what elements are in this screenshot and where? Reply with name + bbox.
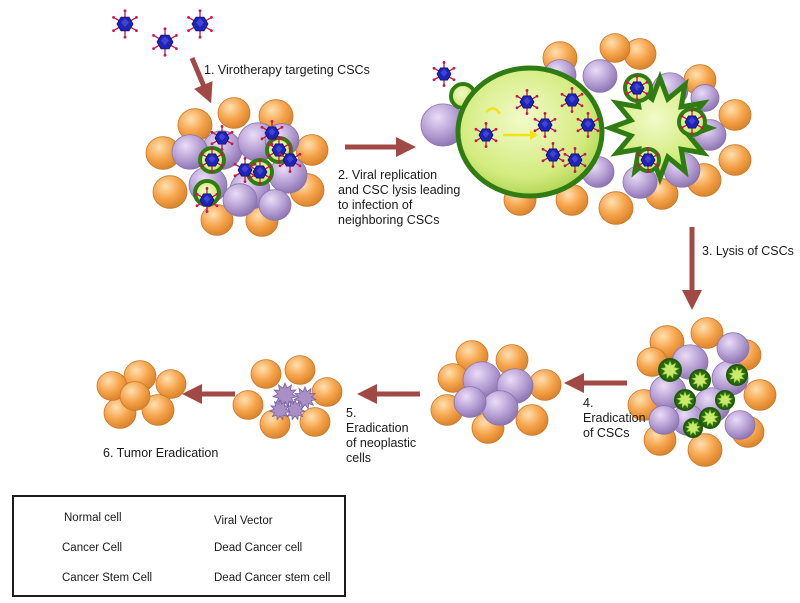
- viral-vector: [563, 147, 587, 173]
- dead-csc-core: [660, 360, 680, 380]
- dead-csc-core: [717, 392, 733, 408]
- legend-cancer-cell-label: Cancer Cell: [62, 542, 123, 554]
- entry-arrow-icon: [485, 107, 502, 115]
- step2-label: 2. Viral replication and CSC lysis leadi…: [338, 168, 461, 227]
- viral-vector: [432, 61, 456, 87]
- lysing-cancer-stem-cell: [602, 70, 718, 186]
- legend-box: Normal cell Cancer Cell Cancer Stem Cell…: [12, 495, 346, 597]
- normal-cell: [599, 33, 631, 63]
- normal-cell: [141, 394, 175, 426]
- legend-viral-vector-label: Viral Vector: [214, 515, 273, 527]
- lysed-csc-tumor: [627, 317, 777, 467]
- dead-csc-core: [685, 420, 701, 436]
- legend-dead-cancer-stem-cell-label: Dead Cancer stem cell: [214, 572, 331, 584]
- normal-cell: [250, 359, 282, 389]
- normal-cell: [232, 390, 264, 420]
- viral-vector: [210, 125, 234, 151]
- viral-vector: [636, 147, 660, 173]
- cancer-cell: [453, 386, 487, 418]
- normal-cell: [515, 404, 549, 436]
- cancer-cell: [724, 410, 756, 440]
- viral-vector: [474, 122, 498, 148]
- normal-cell: [598, 191, 634, 225]
- legend-cancer-stem-cell-label: Cancer Stem Cell: [62, 572, 153, 584]
- normal-cell: [718, 99, 752, 131]
- replication-tumor: [420, 33, 752, 225]
- viral-vector: [195, 187, 219, 213]
- arrow-step1: [189, 57, 213, 104]
- viral-vector: [515, 89, 539, 115]
- normal-cell: [687, 433, 723, 467]
- step4-label: 4. Eradication of CSCs: [583, 396, 646, 440]
- legend-normal-cell-label: Normal cell: [64, 512, 122, 524]
- viral-vector: [112, 9, 138, 39]
- normal-cell: [119, 381, 151, 411]
- csc-eradicated-tumor: [430, 340, 562, 444]
- cancer-cell: [481, 390, 519, 426]
- normal-cell: [152, 175, 188, 209]
- normal-cell: [295, 134, 329, 166]
- normal-cell: [743, 379, 777, 411]
- viral-vector: [260, 120, 284, 146]
- normal-cell: [299, 407, 331, 437]
- incoming-viral-vectors: [112, 9, 213, 57]
- viral-vector: [576, 112, 600, 138]
- viral-vector: [278, 147, 302, 173]
- viral-vector: [200, 147, 224, 173]
- cancer-cell: [648, 405, 680, 435]
- normal-cell: [718, 144, 752, 176]
- cancer-cell: [582, 59, 618, 93]
- normal-cell: [155, 369, 187, 399]
- normal-tissue-cluster: [96, 360, 187, 429]
- step3-label: 3. Lysis of CSCs: [702, 244, 794, 258]
- dead-cancer-cell: [269, 398, 291, 421]
- dead-csc-core: [728, 366, 746, 384]
- cancer-cell: [258, 189, 292, 221]
- step6-label: 6. Tumor Eradication: [103, 446, 219, 460]
- cancer-cell: [222, 183, 258, 217]
- normal-cell: [690, 317, 724, 349]
- normal-cell: [528, 369, 562, 401]
- viral-vector: [248, 159, 272, 185]
- viral-vector: [560, 87, 584, 113]
- dead-csc-core: [691, 371, 709, 389]
- initial-tumor: [145, 97, 329, 237]
- viral-vector: [233, 157, 257, 183]
- viral-vector: [625, 75, 649, 101]
- normal-cell: [311, 377, 343, 407]
- cancer-cell: [716, 332, 750, 364]
- viral-vector: [541, 142, 565, 168]
- step1-label: 1. Virotherapy targeting CSCs: [204, 63, 370, 77]
- legend-dead-cancer-cell-label: Dead Cancer cell: [214, 542, 303, 554]
- dead-csc-core: [676, 391, 694, 409]
- viral-vector: [680, 109, 704, 135]
- normal-cell: [217, 97, 251, 129]
- normal-cell: [284, 355, 316, 385]
- viral-vector: [187, 9, 213, 39]
- neoplastic-eradicated-tumor: [232, 355, 343, 439]
- process-arrows: [182, 57, 702, 404]
- dead-csc-core: [701, 409, 719, 427]
- viral-vector: [152, 27, 178, 57]
- viral-vector: [533, 112, 557, 138]
- step5-label: 5. Eradication of neoplastic cells: [346, 406, 417, 465]
